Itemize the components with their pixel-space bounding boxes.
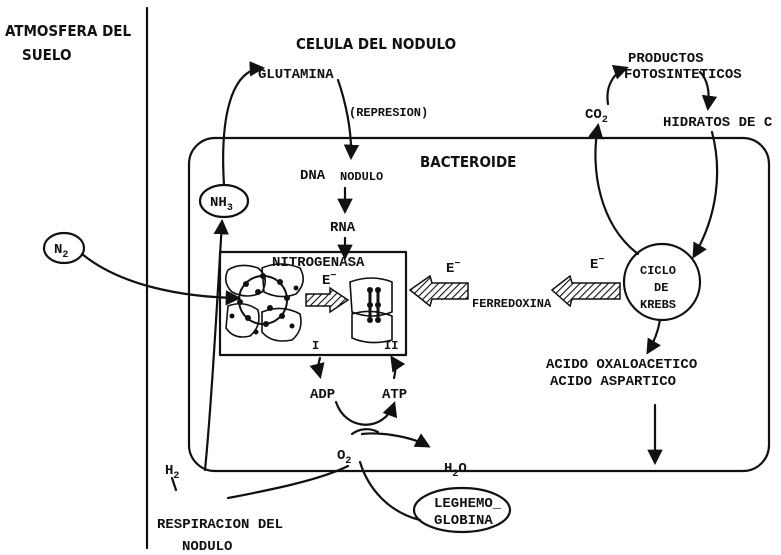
soil-atmosphere-label-1: ATMOSFERA DEL bbox=[5, 22, 132, 40]
electron-label-ferredoxin: E− bbox=[446, 259, 460, 277]
carbohydrates-label: HIDRATOS DE C bbox=[663, 115, 773, 131]
nodule-cell-label: CELULA DEL NODULO bbox=[296, 35, 456, 53]
rna-label: RNA bbox=[330, 220, 356, 236]
adp-atp-cycle-arrow bbox=[336, 402, 394, 425]
atp-to-nitrogenase-arrow bbox=[392, 358, 395, 378]
adp-from-nitrogenase-arrow bbox=[319, 358, 321, 376]
dna-nodule-label: NODULO bbox=[340, 170, 383, 184]
krebs-to-acids-arrow bbox=[648, 320, 660, 352]
repression-label: (REPRESION) bbox=[349, 106, 428, 120]
nitrogenase-label: NITROGENASA bbox=[272, 255, 365, 271]
o2-to-h2o-arrow bbox=[362, 434, 428, 447]
carbohydrates-to-krebs-arrow bbox=[694, 132, 717, 256]
nodule-respiration-label-2: NODULO bbox=[182, 539, 232, 555]
bacteroid-label: BACTEROIDE bbox=[420, 153, 516, 171]
krebs-to-co2-arrow bbox=[595, 126, 638, 254]
krebs-label-3: KREBS bbox=[640, 298, 676, 312]
electron-label-internal: E− bbox=[322, 271, 336, 289]
component-1-label: I bbox=[312, 339, 319, 353]
o2-label: O2 bbox=[337, 448, 351, 467]
nitrogenase-active-site-dots bbox=[230, 273, 299, 335]
glutamine-arrow bbox=[223, 68, 262, 185]
electron-arrow-internal bbox=[306, 288, 348, 312]
glutamine-label: GLUTAMINA bbox=[258, 67, 334, 83]
component-2-label: II bbox=[384, 339, 398, 353]
leghemoglobin-label-2: GLOBINA bbox=[434, 513, 493, 529]
leghemoglobin-label-1: LEGHEMO_ bbox=[434, 496, 502, 512]
soil-atmosphere-label-2: SUELO bbox=[22, 46, 71, 64]
h2o-label: H2O bbox=[444, 461, 467, 480]
oxaloacetic-acid-label: ACIDO OXALOACETICO bbox=[546, 357, 697, 373]
photosynthetic-label-1: PRODUCTOS bbox=[628, 51, 704, 67]
nodule-respiration-label-1: RESPIRACION DEL bbox=[157, 517, 283, 533]
nh3-label: NH3 bbox=[210, 195, 233, 214]
n2-label: N2 bbox=[54, 242, 68, 261]
aspartic-acid-label: ACIDO ASPARTICO bbox=[550, 374, 676, 390]
electron-arrow-krebs bbox=[552, 276, 620, 306]
atp-label: ATP bbox=[382, 387, 407, 403]
electron-arrow-ferredoxin bbox=[410, 276, 468, 306]
krebs-label-1: CICLO bbox=[640, 264, 676, 278]
electron-label-krebs: E− bbox=[590, 255, 604, 273]
adp-label: ADP bbox=[310, 387, 335, 403]
n2-to-nitrogenase-arrow bbox=[82, 254, 238, 298]
component-2-dots bbox=[367, 287, 381, 323]
krebs-label-2: DE bbox=[654, 281, 668, 295]
dna-label: DNA bbox=[300, 168, 326, 184]
photosynthetic-label-2: FOTOSINTETICOS bbox=[624, 67, 742, 83]
ferredoxin-label: FERREDOXINA bbox=[472, 297, 552, 311]
co2-label: CO2 bbox=[585, 107, 608, 126]
